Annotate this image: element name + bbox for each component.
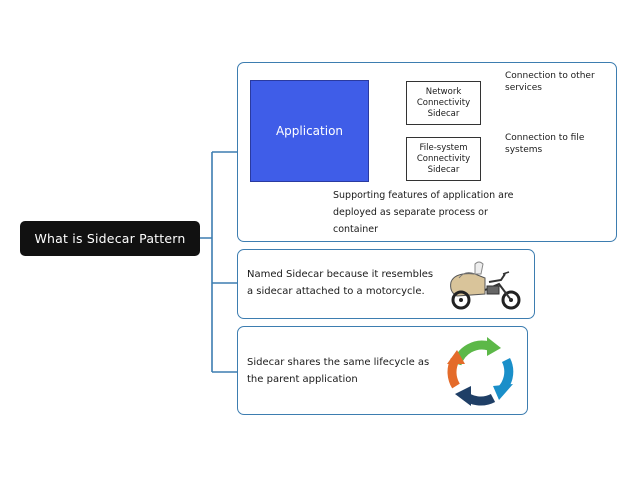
filesystem-sidecar-label: File-system Connectivity Sidecar — [416, 142, 471, 175]
root-label: What is Sidecar Pattern — [34, 231, 186, 246]
cycle-arrows-icon — [447, 337, 514, 406]
connection-other-label: Connection to other services — [505, 71, 595, 93]
card1-description: Supporting features of application are d… — [333, 190, 514, 235]
network-sidecar-box: Network Connectivity Sidecar — [406, 81, 481, 125]
application-label: Application — [275, 124, 344, 138]
filesystem-sidecar-box: File-system Connectivity Sidecar — [406, 137, 481, 181]
network-sidecar-label: Network Connectivity Sidecar — [416, 86, 471, 119]
connection-files-label: Connection to file systems — [505, 133, 585, 155]
application-box: Application — [250, 80, 369, 182]
motorcycle-sidecar-icon — [450, 261, 521, 310]
card3-text: Sidecar shares the same lifecycle as the… — [247, 357, 430, 385]
card2-text: Named Sidecar because it resembles a sid… — [247, 269, 434, 297]
root-node[interactable]: What is Sidecar Pattern — [20, 221, 200, 256]
